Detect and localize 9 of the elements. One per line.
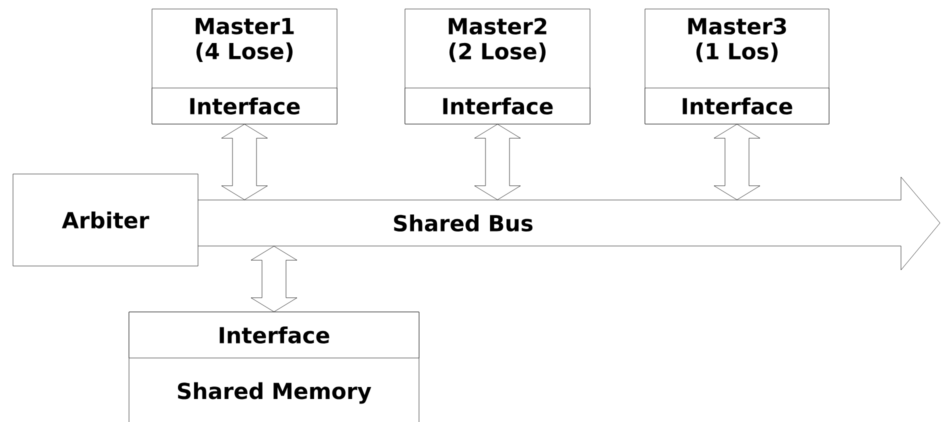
interface-box: Interface — [404, 88, 590, 124]
double-arrow — [474, 124, 521, 200]
interface-box: Interface — [644, 88, 830, 124]
arbiter-box: Arbiter — [12, 174, 198, 266]
interface-box: Interface — [128, 312, 420, 358]
double-arrow — [250, 246, 298, 312]
double-arrow — [221, 124, 268, 200]
interface-box: Interface — [152, 88, 338, 124]
double-arrow — [714, 124, 760, 200]
